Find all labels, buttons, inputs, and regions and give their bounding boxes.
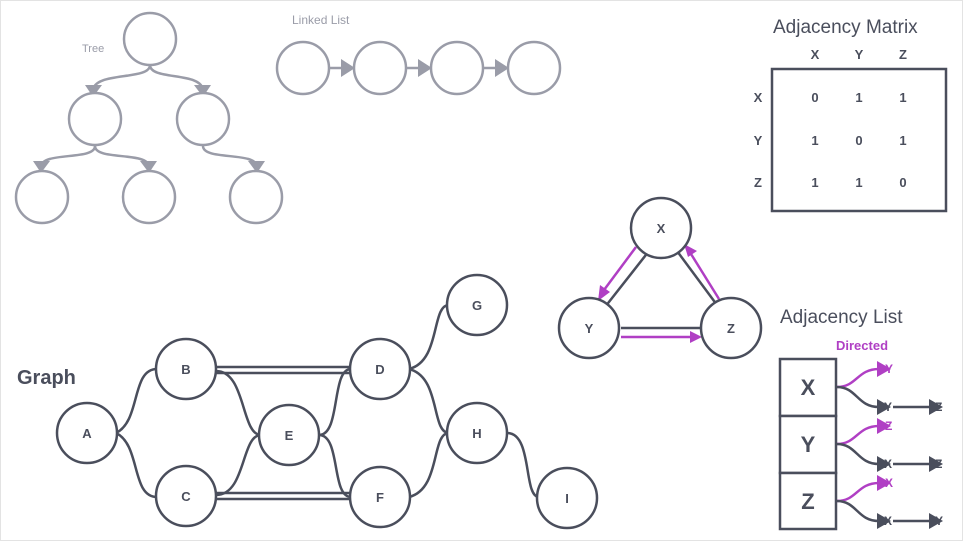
graph-node-c <box>154 464 218 528</box>
tree-node-right-right <box>228 169 284 225</box>
matrix-col-headers: X Y Z <box>811 47 907 62</box>
graph-node-a-label: A <box>82 426 92 441</box>
triangle-node-y <box>557 296 621 360</box>
matrix-cell: 1 <box>811 175 818 190</box>
matrix-cell: 0 <box>811 90 818 105</box>
matrix-cell: 0 <box>855 133 862 148</box>
linked-list-node-3 <box>429 40 485 96</box>
triangle-graph <box>557 196 763 360</box>
matrix-row-header: Z <box>754 175 762 190</box>
graph-title: Graph <box>17 367 76 389</box>
triangle-node-y-label: Y <box>585 321 594 336</box>
linked-list-node-1 <box>275 40 331 96</box>
tree-label: Tree <box>82 43 104 55</box>
triangle-node-z <box>699 296 763 360</box>
matrix-cell: 0 <box>899 175 906 190</box>
graph-node-i-label: I <box>565 491 569 506</box>
matrix-row-header: X <box>754 90 763 105</box>
matrix-col-header: Y <box>855 47 864 62</box>
graph-node-b <box>154 337 218 401</box>
graph-diagram <box>55 273 599 530</box>
graph-node-a <box>55 401 119 465</box>
triangle-node-x-label: X <box>657 221 666 236</box>
matrix-box <box>770 67 948 213</box>
matrix-cell: 1 <box>811 133 818 148</box>
graph-node-b-label: B <box>181 362 190 377</box>
matrix-row-header: Y <box>754 133 763 148</box>
graph-node-d <box>348 337 412 401</box>
adj-list-row-y <box>836 418 943 472</box>
adj-list-key-box <box>778 471 838 531</box>
graph-node-f-label: F <box>376 490 384 505</box>
adj-list-key: Y <box>801 432 816 457</box>
graph-node-h <box>445 401 509 465</box>
adj-list-key: X <box>801 375 816 400</box>
tree-node-left <box>67 91 123 147</box>
linked-list-node-2 <box>352 40 408 96</box>
adj-list-directed-target: X <box>885 476 893 490</box>
graph-node-g <box>445 273 509 337</box>
adj-list-legend-directed: Directed <box>836 338 888 353</box>
adj-list-neighbor: Z <box>935 457 942 471</box>
tree-node-root <box>122 11 178 67</box>
graph-node-h-label: H <box>472 426 481 441</box>
tree-node-left-right <box>121 169 177 225</box>
adj-list-neighbor: Y <box>935 514 943 528</box>
tree-arrowheads <box>33 85 265 173</box>
adj-list-directed-target: Y <box>885 362 893 376</box>
triangle-edges <box>604 250 719 330</box>
adj-list-title: Adjacency List <box>780 307 903 328</box>
triangle-arrowheads <box>598 244 702 343</box>
graph-node-g-label: G <box>472 298 482 313</box>
adj-list-neighbor: X <box>884 457 892 471</box>
triangle-node-z-label: Z <box>727 321 735 336</box>
graph-edges <box>115 303 540 501</box>
linked-list-label: Linked List <box>292 13 350 27</box>
matrix-cell: 1 <box>855 90 862 105</box>
linked-list-diagram <box>275 40 562 96</box>
matrix-col-header: Z <box>899 47 907 62</box>
tree-diagram <box>14 11 284 225</box>
triangle-directed-edges <box>602 246 721 339</box>
graph-node-i <box>535 466 599 530</box>
adj-list-row-z <box>836 475 943 529</box>
adj-list-boxes <box>778 357 838 531</box>
tree-node-right <box>175 91 231 147</box>
linked-list-node-4 <box>506 40 562 96</box>
graph-node-f <box>348 465 412 529</box>
graph-node-e <box>257 403 321 467</box>
matrix-cell: 1 <box>899 133 906 148</box>
matrix-row-headers: X Y Z <box>754 90 763 190</box>
matrix-cell: 1 <box>899 90 906 105</box>
graph-node-c-label: C <box>181 489 191 504</box>
adj-list-neighbor: Z <box>935 400 942 414</box>
adj-list-key-box <box>778 357 838 418</box>
matrix-col-header: X <box>811 47 820 62</box>
graph-node-e-label: E <box>285 428 294 443</box>
adj-list-row-x <box>836 361 943 415</box>
graph-node-d-label: D <box>375 362 384 377</box>
adj-list-directed-target: Z <box>885 419 892 433</box>
adj-list-key: Z <box>801 489 814 514</box>
adj-list-neighbor: Y <box>884 400 892 414</box>
tree-node-left-left <box>14 169 70 225</box>
matrix-cell: 1 <box>855 175 862 190</box>
adj-list-neighbor: X <box>884 514 892 528</box>
triangle-node-x <box>629 196 693 260</box>
matrix-title: Adjacency Matrix <box>773 17 918 38</box>
matrix-cells: 0 1 1 1 0 1 1 1 0 <box>811 90 906 190</box>
linked-list-arrowheads <box>341 59 509 77</box>
